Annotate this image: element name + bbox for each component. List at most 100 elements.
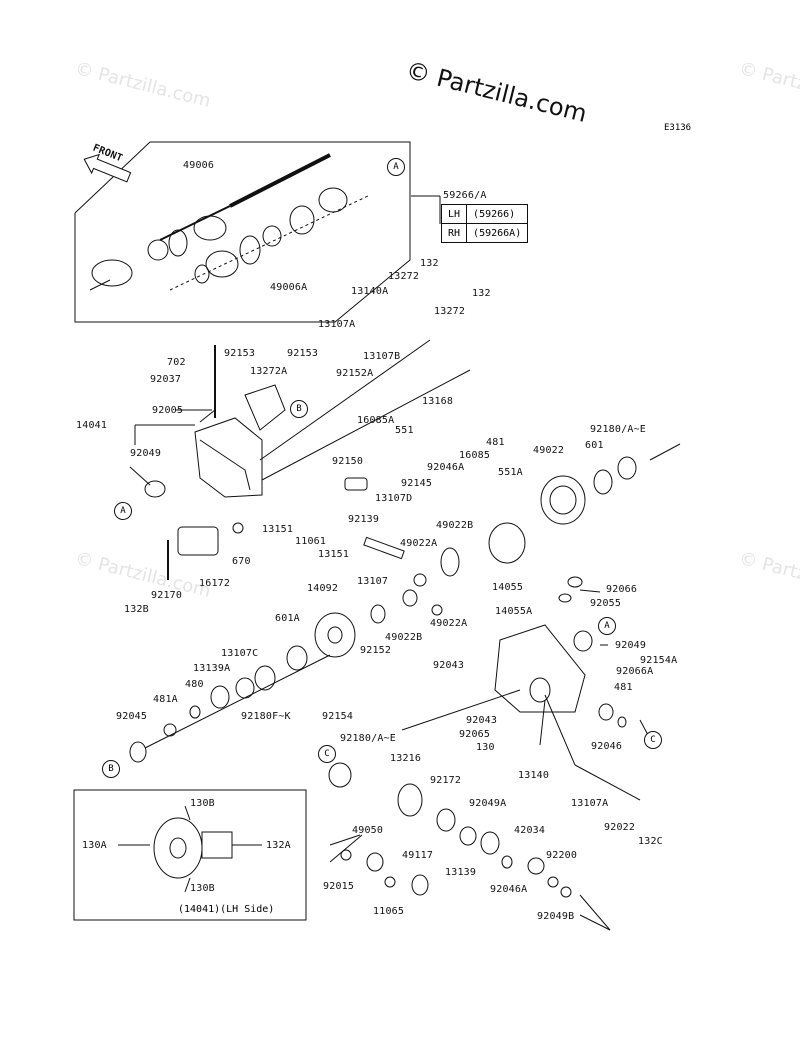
part-label: 92152 bbox=[360, 645, 392, 656]
part-label: 92022 bbox=[604, 822, 636, 833]
part-label: 92170 bbox=[151, 590, 183, 601]
part-label: 49006 bbox=[183, 160, 215, 171]
part-label: 13272A bbox=[250, 366, 288, 377]
part-label: 49022B bbox=[385, 632, 423, 643]
callout-circle: A bbox=[598, 617, 616, 635]
part-label: 11061 bbox=[295, 536, 327, 547]
part-label: 92150 bbox=[332, 456, 364, 467]
part-label: 92043 bbox=[433, 660, 465, 671]
part-label: 13107A bbox=[318, 319, 356, 330]
diagram-code: E3136 bbox=[664, 123, 692, 133]
part-label: 92049 bbox=[130, 448, 162, 459]
callout-circle: B bbox=[290, 400, 308, 418]
part-label: 13140A bbox=[351, 286, 389, 297]
part-label: 601 bbox=[585, 440, 604, 451]
actuator bbox=[177, 526, 219, 556]
part-label: 132 bbox=[420, 258, 439, 269]
part-label: 92180/A~E bbox=[590, 424, 646, 435]
part-label: 13107 bbox=[357, 576, 389, 587]
part-label: 601A bbox=[275, 613, 300, 624]
part-label: 92065 bbox=[459, 729, 491, 740]
part-label: 92055 bbox=[590, 598, 622, 609]
part-label: 13168 bbox=[422, 396, 454, 407]
part-label: 92139 bbox=[348, 514, 380, 525]
cv-joint-outer bbox=[318, 187, 348, 213]
table-row: LH (59266) bbox=[440, 204, 529, 224]
part-label: 92046A bbox=[427, 462, 465, 473]
part-label: 132B bbox=[124, 604, 149, 615]
part-label: 42034 bbox=[514, 825, 546, 836]
front-arrow-icon bbox=[83, 153, 132, 183]
part-label: 92045 bbox=[116, 711, 148, 722]
part-label: 92154 bbox=[322, 711, 354, 722]
part-label: 13151 bbox=[262, 524, 294, 535]
part-label: 49022B bbox=[436, 520, 474, 531]
part-label: 13272 bbox=[434, 306, 466, 317]
part-label: 16085 bbox=[459, 450, 491, 461]
part-label: 132C bbox=[638, 836, 663, 847]
part-label: 49022 bbox=[533, 445, 565, 456]
part-label: 92180/A~E bbox=[340, 733, 396, 744]
part-label: 132A bbox=[266, 840, 291, 851]
part-label: 92154A bbox=[640, 655, 678, 666]
part-label: 13107B bbox=[363, 351, 401, 362]
bearing-601 bbox=[593, 469, 613, 495]
part-label: 92200 bbox=[546, 850, 578, 861]
part-label: 92153 bbox=[224, 348, 256, 359]
part-label: 13107D bbox=[375, 493, 413, 504]
gasket bbox=[244, 384, 286, 431]
part-label: 92180F~K bbox=[241, 711, 291, 722]
part-label: 14092 bbox=[307, 583, 339, 594]
part-label: 92066A bbox=[616, 666, 654, 677]
part-label: 130A bbox=[82, 840, 107, 851]
ring bbox=[168, 229, 188, 257]
part-label: 92046 bbox=[591, 741, 623, 752]
part-label: 551A bbox=[498, 467, 523, 478]
hub-flange bbox=[314, 612, 356, 658]
callout-circle: C bbox=[318, 745, 336, 763]
part-label: 92043 bbox=[466, 715, 498, 726]
oil-seal bbox=[144, 480, 166, 498]
gear-case-left bbox=[194, 417, 263, 498]
part-label: 49117 bbox=[402, 850, 434, 861]
part-label: 92152A bbox=[336, 368, 374, 379]
callout-circle: A bbox=[114, 502, 132, 520]
part-label: 130B bbox=[190, 883, 215, 894]
pinion-gear bbox=[397, 783, 423, 817]
part-label: 59266/A bbox=[443, 190, 487, 201]
part-label: 13107A bbox=[571, 798, 609, 809]
inset-caption: (14041)(LH Side) bbox=[178, 904, 275, 915]
part-label: 481 bbox=[486, 437, 505, 448]
part-label: 92037 bbox=[150, 374, 182, 385]
table-row: RH (59266A) bbox=[440, 223, 529, 243]
diff-case bbox=[488, 522, 526, 564]
part-label: 13107C bbox=[221, 648, 259, 659]
part-label: 130 bbox=[476, 742, 495, 753]
part-label: 13139 bbox=[445, 867, 477, 878]
part-label: 92046A bbox=[490, 884, 528, 895]
boot-ring bbox=[289, 205, 315, 235]
part-label: 16085A bbox=[357, 415, 395, 426]
part-label: 551 bbox=[395, 425, 414, 436]
part-label: 14041 bbox=[76, 420, 108, 431]
part-label: 13272 bbox=[388, 271, 420, 282]
part-label: 92049B bbox=[537, 911, 575, 922]
part-label: 670 bbox=[232, 556, 251, 567]
part-label: 702 bbox=[167, 357, 186, 368]
part-label: 13216 bbox=[390, 753, 422, 764]
part-label: 16172 bbox=[199, 578, 231, 589]
callout-circle: C bbox=[644, 731, 662, 749]
part-label: 11065 bbox=[373, 906, 405, 917]
part-label: 92066 bbox=[606, 584, 638, 595]
part-label: 92049A bbox=[469, 798, 507, 809]
callout-circle: A bbox=[387, 158, 405, 176]
outer-cv-joint bbox=[91, 259, 133, 287]
driveshaft-frame bbox=[74, 141, 411, 323]
cage bbox=[147, 239, 169, 261]
part-label: 13151 bbox=[318, 549, 350, 560]
part-label: 481A bbox=[153, 694, 178, 705]
inset-frame bbox=[73, 789, 307, 921]
part-label: 14055A bbox=[495, 606, 533, 617]
